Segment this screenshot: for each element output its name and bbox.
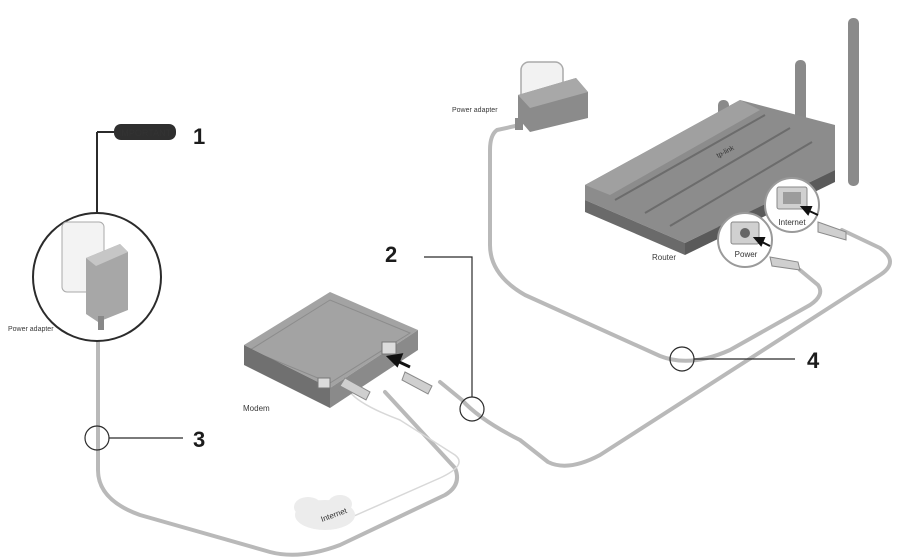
router-antenna-right [848,18,859,186]
step-3-number: 3 [193,427,205,452]
modem-label: Modem [243,404,270,413]
modem [244,292,418,408]
internet-cloud: Internet [294,495,355,530]
modem-connectors [339,371,433,401]
important-badge [114,124,176,140]
svg-text:IMPORTANT: IMPORTANT [119,128,172,138]
step-4-number: 4 [807,348,820,373]
step-markers [84,256,795,451]
power-port-callout: Power [717,212,773,268]
step-1-number: 1 [193,124,205,149]
internet-port-callout: Internet [764,177,820,233]
router-arrows [752,206,819,247]
router-power-cable [488,123,823,363]
modem-arrow [385,353,411,369]
internet-line [344,391,460,521]
router-power-adapter [515,61,588,132]
svg-text:Internet: Internet [778,218,806,227]
step-2-number: 2 [385,242,397,267]
router-label: Router [652,253,676,262]
power-port-badge [731,248,761,259]
important-callout: IMPORTANT [32,124,176,342]
power-adapter-left-label: Power adapter [8,326,54,333]
router-body-top [585,100,835,243]
modem-power-cable [96,333,459,557]
svg-text:Power: Power [735,250,758,259]
router-connectors [769,221,847,271]
power-adapter-top-label: Power adapter [452,107,498,114]
router: tp-link [585,18,859,255]
ethernet-cable [438,228,892,468]
